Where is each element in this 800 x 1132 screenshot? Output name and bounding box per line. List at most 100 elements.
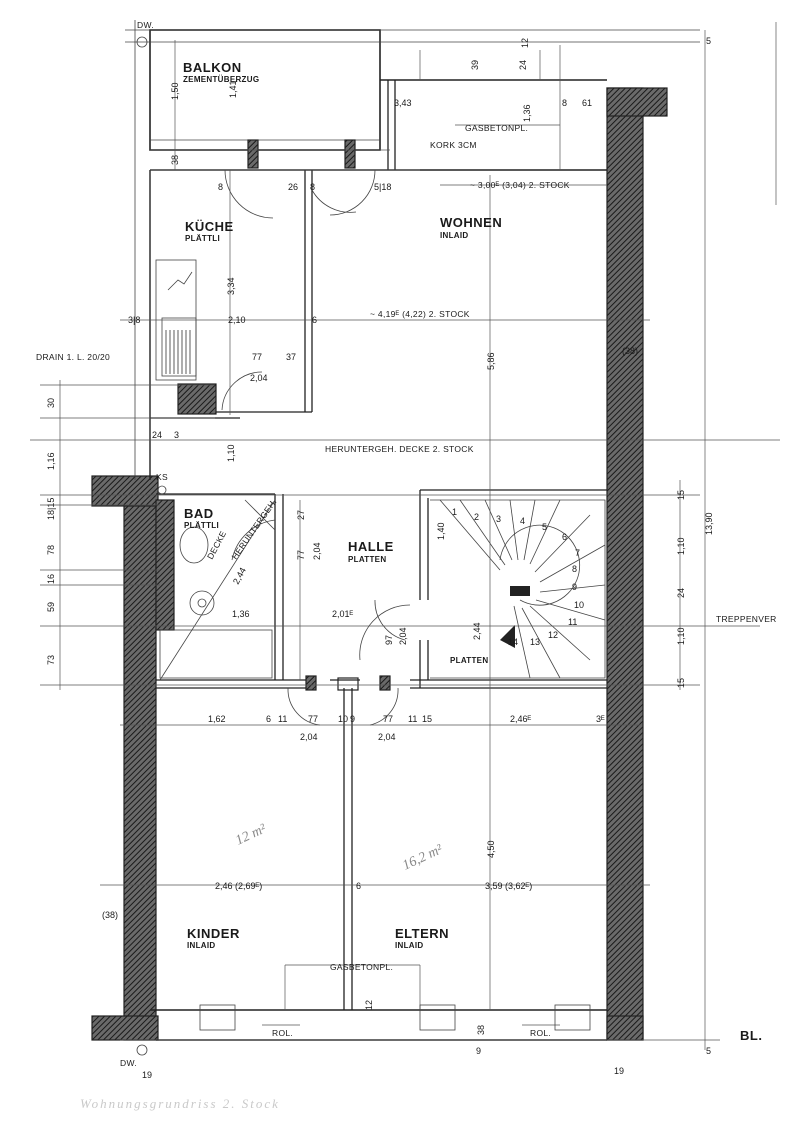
room-treppe-floor: PLATTEN xyxy=(450,656,488,665)
room-kinder-floor: INLAID xyxy=(187,941,215,950)
dimension-labels: 1,50 1,41 38 3,34 3|8 2,10 6 5,86 77 37 … xyxy=(46,36,714,1080)
svg-text:6: 6 xyxy=(356,881,361,891)
svg-text:59: 59 xyxy=(46,602,56,612)
left-wall xyxy=(123,493,157,1041)
svg-text:27: 27 xyxy=(296,510,306,520)
svg-text:5,86: 5,86 xyxy=(486,352,496,370)
note-area-eltern: 16,2 m² xyxy=(400,842,445,874)
svg-text:3,43: 3,43 xyxy=(394,98,412,108)
svg-text:5|18: 5|18 xyxy=(374,182,391,192)
svg-text:2,04: 2,04 xyxy=(250,373,268,383)
room-wohnen: WOHNEN xyxy=(440,215,502,230)
note-decke: HERUNTERGEH. DECKE 2. STOCK xyxy=(325,444,474,454)
note-area-kinder: 12 m² xyxy=(233,821,269,848)
svg-text:6: 6 xyxy=(312,315,317,325)
svg-text:11: 11 xyxy=(278,714,287,724)
stair-step-number: 10 xyxy=(574,600,584,610)
stair-step-number: 9 xyxy=(572,582,577,592)
note-treppe: TREPPENVER xyxy=(716,614,777,624)
note-ks: KS xyxy=(156,472,168,482)
stair-step-number: 6 xyxy=(562,532,567,542)
stair-step-number: 2 xyxy=(474,512,479,522)
svg-text:77: 77 xyxy=(308,714,318,724)
svg-text:1,10: 1,10 xyxy=(676,537,686,555)
stair-step-number: 13 xyxy=(530,637,540,647)
svg-text:15: 15 xyxy=(676,490,686,500)
svg-text:15: 15 xyxy=(422,714,432,724)
svg-text:9: 9 xyxy=(350,714,355,724)
svg-text:38: 38 xyxy=(170,155,180,165)
note-herunter-bad: HERUNTERGEH. xyxy=(229,497,278,561)
svg-text:2,04: 2,04 xyxy=(398,627,408,645)
svg-text:77: 77 xyxy=(383,714,393,724)
svg-text:6: 6 xyxy=(266,714,271,724)
bath-fixtures xyxy=(159,499,276,681)
svg-text:8: 8 xyxy=(310,182,315,192)
svg-text:30: 30 xyxy=(46,398,56,408)
svg-text:73: 73 xyxy=(46,655,56,665)
svg-text:24: 24 xyxy=(518,60,528,70)
room-kueche-floor: PLÄTTLI xyxy=(185,234,220,243)
svg-text:16: 16 xyxy=(46,574,56,584)
svg-text:1,36: 1,36 xyxy=(232,609,250,619)
stair-step-number: 8 xyxy=(572,564,577,574)
svg-text:9: 9 xyxy=(476,1046,481,1056)
note-height-4: ~ 4,19ᴱ (4,22) 2. STOCK xyxy=(370,309,470,319)
note-gasbeton-top: GASBETONPL. xyxy=(465,123,528,133)
door-swings xyxy=(221,169,411,726)
svg-text:2,46ᴱ: 2,46ᴱ xyxy=(510,714,532,724)
stair-step-number: 3 xyxy=(496,514,501,524)
svg-text:37: 37 xyxy=(286,352,296,362)
svg-text:78: 78 xyxy=(46,545,56,555)
svg-text:1,40: 1,40 xyxy=(436,522,446,540)
room-balkon-floor: ZEMENTÜBERZUG xyxy=(183,75,259,84)
svg-text:5: 5 xyxy=(706,1046,711,1056)
svg-text:3ᴱ: 3ᴱ xyxy=(596,714,605,724)
svg-text:15: 15 xyxy=(676,678,686,688)
svg-text:(38): (38) xyxy=(102,910,118,920)
svg-text:10: 10 xyxy=(338,714,348,724)
svg-text:11: 11 xyxy=(408,714,417,724)
svg-text:3|8: 3|8 xyxy=(128,315,140,325)
svg-text:4,50: 4,50 xyxy=(486,840,496,858)
svg-text:18|15: 18|15 xyxy=(46,498,56,520)
note-height-3: ~ 3,00ᴱ (3,04) 2. STOCK xyxy=(470,180,570,190)
note-dw-top: DW. xyxy=(137,20,154,30)
svg-text:24: 24 xyxy=(676,588,686,598)
svg-text:24: 24 xyxy=(152,430,162,440)
svg-text:2,04: 2,04 xyxy=(300,732,318,742)
svg-text:12: 12 xyxy=(520,38,530,48)
svg-text:2,04: 2,04 xyxy=(378,732,396,742)
svg-text:77: 77 xyxy=(252,352,262,362)
note-bl: BL. xyxy=(740,1028,762,1043)
svg-text:1,62: 1,62 xyxy=(208,714,226,724)
note-gasbeton-bottom: GASBETONPL. xyxy=(330,962,393,972)
stair-step-number: 11 xyxy=(568,617,577,627)
room-bad-floor: PLÄTTLI xyxy=(184,521,219,530)
note-rol-left: ROL. xyxy=(272,1028,293,1038)
note-dw-bottom: DW. xyxy=(120,1058,137,1068)
right-wall xyxy=(606,87,644,1041)
note-kork: KORK 3CM xyxy=(430,140,477,150)
svg-text:3,59 (3,62ᴱ): 3,59 (3,62ᴱ) xyxy=(485,881,532,891)
bottom-left-cap xyxy=(91,1015,159,1041)
note-decke-bad: DECKE xyxy=(205,529,228,561)
svg-text:19: 19 xyxy=(614,1066,624,1076)
svg-text:2,04: 2,04 xyxy=(312,542,322,560)
svg-text:12: 12 xyxy=(364,1000,374,1010)
svg-text:26: 26 xyxy=(288,182,298,192)
room-eltern-floor: INLAID xyxy=(395,941,423,950)
svg-text:5: 5 xyxy=(706,36,711,46)
room-balkon: BALKON xyxy=(183,60,242,75)
note-bottom-text: Wohnungsgrundriss 2. Stock xyxy=(80,1096,280,1111)
svg-text:38: 38 xyxy=(476,1025,486,1035)
room-bad: BAD xyxy=(184,506,214,521)
room-halle-floor: PLATTEN xyxy=(348,555,386,564)
note-drain: DRAIN 1. L. 20/20 xyxy=(36,352,110,362)
stair-step-number: 4 xyxy=(520,516,525,526)
svg-text:13,90: 13,90 xyxy=(704,512,714,535)
wall-stubs xyxy=(155,139,391,691)
svg-text:1,10: 1,10 xyxy=(676,627,686,645)
svg-text:1,50: 1,50 xyxy=(170,82,180,100)
